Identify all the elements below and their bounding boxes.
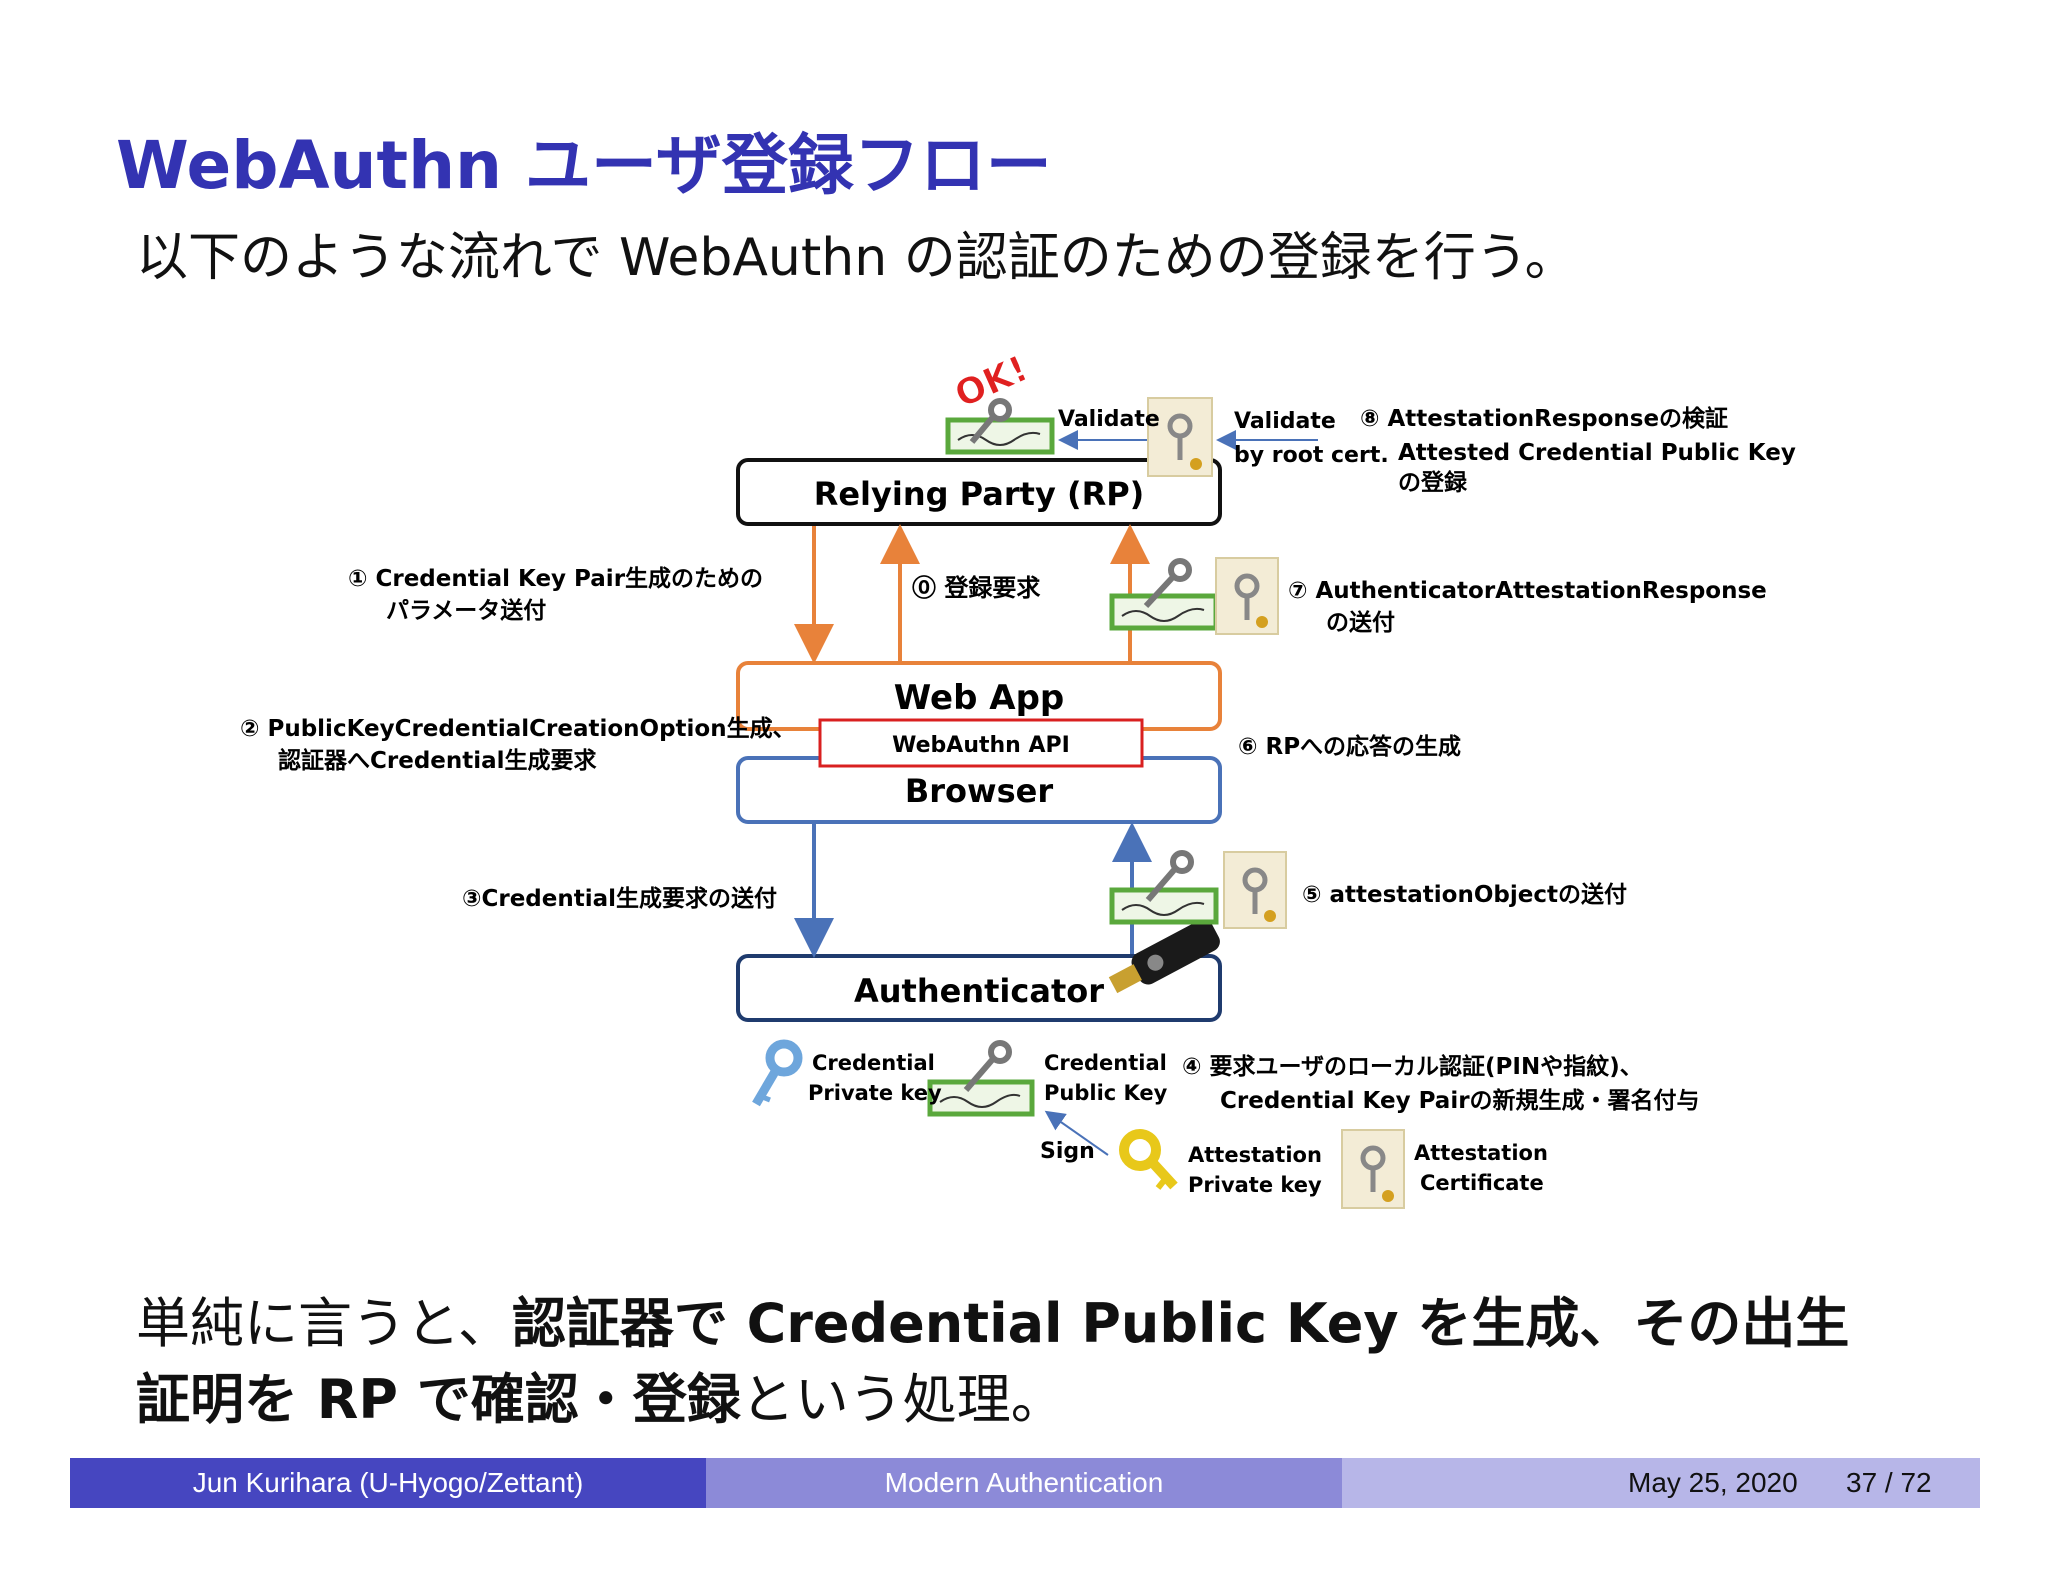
webauthn-api-label: WebAuthn API (892, 733, 1070, 758)
credential-private-key-label-1: Credential (812, 1051, 935, 1075)
summary-line2-bold: 証明を RP で確認・登録 (136, 1368, 741, 1431)
step2-line2: 認証器へCredential生成要求 (278, 747, 597, 774)
signed-public-key-icon-step7 (1109, 558, 1219, 631)
footer-page-number: 37 / 72 (1846, 1467, 1932, 1498)
validate-root-label-1: Validate (1234, 409, 1336, 434)
summary-line1-bold: 認証器で Credential Public Key を生成、その出生 (511, 1292, 1850, 1355)
attestation-private-key-label-1: Attestation (1188, 1143, 1322, 1167)
step8-line3: の登録 (1398, 469, 1468, 496)
slide-title: WebAuthn ユーザ登録フロー (116, 127, 1052, 204)
step6-label: ⑥ RPへの応答の生成 (1238, 733, 1461, 760)
step4-line1: ④ 要求ユーザのローカル認証(PINや指紋)、 (1182, 1053, 1643, 1080)
rp-label: Relying Party (RP) (814, 475, 1145, 513)
browser-label: Browser (905, 772, 1053, 810)
footer-author: Jun Kurihara (U-Hyogo/Zettant) (70, 1458, 706, 1508)
step4-line2: Credential Key Pairの新規生成・署名付与 (1220, 1087, 1700, 1114)
step7-line1: ⑦ AuthenticatorAttestationResponse (1288, 578, 1767, 604)
sign-label: Sign (1040, 1139, 1095, 1164)
browser-box: Browser (736, 756, 1222, 824)
attestation-private-key-label-2: Private key (1188, 1173, 1322, 1197)
relying-party-box: Relying Party (RP) (736, 458, 1222, 526)
signed-public-key-icon-rp: OK! (945, 348, 1055, 455)
summary-line1-plain: 単純に言うと、 (136, 1292, 512, 1355)
web-app-label: Web App (894, 678, 1065, 718)
arrow-sign (1044, 1110, 1109, 1156)
summary-text: 単純に言うと、認証器で Credential Public Key を生成、その… (136, 1286, 1936, 1438)
footer-date: May 25, 2020 (1628, 1467, 1798, 1498)
step5-label: ⑤ attestationObjectの送付 (1302, 881, 1627, 908)
credential-public-key-label-1: Credential (1044, 1051, 1167, 1075)
credential-public-key-label-2: Public Key (1044, 1081, 1168, 1105)
attestation-certificate-icon-step7 (1215, 557, 1279, 635)
summary-line-2: 証明を RP で確認・登録という処理。 (136, 1362, 1936, 1438)
credential-private-key-label-2: Private key (808, 1081, 942, 1105)
step8-line2: Attested Credential Public Key (1398, 440, 1796, 466)
attestation-certificate-icon-step5 (1223, 851, 1287, 929)
webauthn-api-box: WebAuthn API (818, 718, 1144, 768)
signed-public-key-icon-step5 (1109, 850, 1219, 925)
footer-right: May 25, 2020 37 / 72 (1342, 1458, 1980, 1508)
validate-label: Validate (1058, 407, 1160, 432)
attestation-certificate-label-2: Certificate (1420, 1171, 1544, 1195)
summary-line2-plain: という処理。 (740, 1368, 1065, 1431)
authenticator-box: Authenticator (736, 954, 1222, 1022)
attestation-certificate-icon-bottom (1341, 1129, 1405, 1209)
attestation-certificate-label-1: Attestation (1414, 1141, 1548, 1165)
attestation-private-key-icon (1119, 1129, 1178, 1190)
webauthn-flow-diagram: Relying Party (RP) Web App Browser WebAu… (240, 348, 1796, 1209)
validate-root-label-2: by root cert. (1234, 443, 1389, 468)
step0-label: ⓪ 登録要求 (912, 574, 1040, 602)
step2-line1: ② PublicKeyCredentialCreationOption生成、 (240, 716, 796, 742)
authenticator-label: Authenticator (854, 972, 1104, 1010)
step1-line1: ① Credential Key Pair生成のための (348, 566, 763, 592)
summary-line-1: 単純に言うと、認証器で Credential Public Key を生成、その… (136, 1286, 1936, 1362)
attestation-certificate-icon-rp (1147, 397, 1213, 477)
signed-public-key-icon-authenticator (927, 1040, 1035, 1117)
footer-talk-title: Modern Authentication (706, 1458, 1342, 1508)
step3-label: ③Credential生成要求の送付 (462, 885, 777, 912)
step8-line1: ⑧ AttestationResponseの検証 (1360, 405, 1728, 432)
security-key-icon (1108, 919, 1220, 994)
step7-line2: の送付 (1326, 609, 1395, 636)
step1-line2: パラメータ送付 (386, 597, 546, 624)
credential-private-key-icon (752, 1039, 803, 1107)
footer-bar: Jun Kurihara (U-Hyogo/Zettant) Modern Au… (70, 1458, 1980, 1508)
slide-subtitle: 以下のような流れで WebAuthn の認証のための登録を行う。 (136, 228, 1577, 288)
